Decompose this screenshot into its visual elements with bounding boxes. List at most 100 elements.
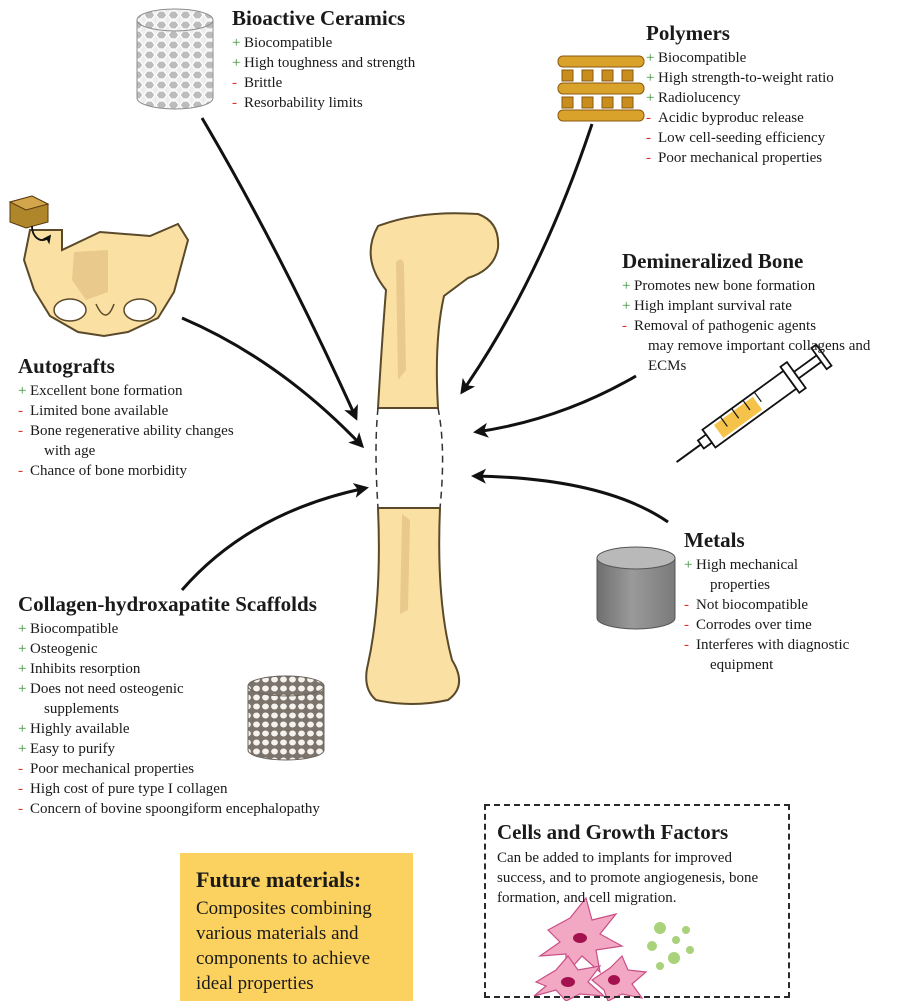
list-item: +Osteogenic — [18, 639, 320, 659]
pro-marker: + — [622, 296, 630, 316]
list-item-text: Resorbability limits — [244, 95, 363, 111]
con-marker: - — [18, 779, 23, 799]
autografts-section: Autografts +Excellent bone formation-Lim… — [18, 354, 234, 481]
femur-bone-defect-icon — [366, 213, 498, 704]
pro-marker: + — [18, 739, 26, 759]
metals-title: Metals — [684, 528, 849, 552]
cells-growth-factors-title: Cells and Growth Factors — [497, 820, 778, 844]
polymers-list: +Biocompatible+High strength-to-weight r… — [646, 48, 834, 168]
metal-cylinder-icon — [597, 547, 675, 629]
polymers-section: Polymers +Biocompatible+High strength-to… — [646, 21, 834, 168]
list-item-text: Low cell-seeding efficiency — [658, 130, 825, 146]
polymers-title: Polymers — [646, 21, 834, 45]
pro-marker: + — [232, 33, 240, 53]
pro-marker: + — [622, 276, 630, 296]
list-item: +Radiolucency — [646, 88, 834, 108]
list-item-text: High toughness and strength — [244, 55, 415, 71]
list-item: -Not biocompatible — [684, 595, 849, 615]
list-item: -Removal of pathogenic agents may remove … — [622, 316, 898, 376]
con-marker: - — [18, 461, 23, 481]
arrow-demineralized — [476, 376, 636, 432]
list-item: -Chance of bone morbidity — [18, 461, 234, 481]
list-item-text: Inhibits resorption — [30, 661, 140, 677]
metals-list: +High mechanicalproperties-Not biocompat… — [684, 555, 849, 675]
pro-marker: + — [18, 719, 26, 739]
con-marker: - — [18, 759, 23, 779]
pro-marker: + — [18, 639, 26, 659]
con-marker: - — [232, 73, 237, 93]
list-item: -Low cell-seeding efficiency — [646, 128, 834, 148]
pro-marker: + — [18, 619, 26, 639]
list-item-continuation: supplements — [30, 699, 320, 719]
polymer-lattice-scaffold-icon — [558, 56, 644, 121]
future-materials-box: Future materials: Composites combining v… — [180, 853, 413, 1001]
collagen-scaffolds-list: +Biocompatible+Osteogenic+Inhibits resor… — [18, 619, 320, 819]
list-item-text: Easy to purify — [30, 741, 115, 757]
list-item-text: Excellent bone formation — [30, 383, 182, 399]
con-marker: - — [684, 635, 689, 655]
list-item-text: Bone regenerative ability changes — [30, 423, 234, 439]
list-item: +Highly available — [18, 719, 320, 739]
list-item-text: High implant survival rate — [634, 298, 792, 314]
list-item: +Easy to purify — [18, 739, 320, 759]
arrow-metals — [474, 476, 668, 522]
list-item-continuation: may remove important collagens and ECMs — [634, 336, 898, 376]
list-item: +Biocompatible — [232, 33, 415, 53]
list-item-continuation: equipment — [696, 655, 849, 675]
list-item-text: Corrodes over time — [696, 617, 812, 633]
pro-marker: + — [18, 659, 26, 679]
cells-growth-factors-box: Cells and Growth Factors Can be added to… — [484, 804, 790, 998]
bioactive-ceramics-title: Bioactive Ceramics — [232, 6, 415, 30]
list-item: +Excellent bone formation — [18, 381, 234, 401]
pro-marker: + — [646, 48, 654, 68]
collagen-scaffolds-title: Collagen-hydroxapatite Scaffolds — [18, 592, 320, 616]
list-item-text: High cost of pure type I collagen — [30, 781, 227, 797]
list-item: +Inhibits resorption — [18, 659, 320, 679]
list-item: +High implant survival rate — [622, 296, 898, 316]
list-item: +High toughness and strength — [232, 53, 415, 73]
list-item: -Interferes with diagnostic equipment — [684, 635, 849, 675]
con-marker: - — [646, 108, 651, 128]
autografts-title: Autografts — [18, 354, 234, 378]
con-marker: - — [684, 615, 689, 635]
pro-marker: + — [646, 88, 654, 108]
porous-ceramic-cylinder-icon — [137, 9, 213, 109]
list-item: -Acidic byproduc release — [646, 108, 834, 128]
list-item-text: High mechanical — [696, 557, 798, 573]
list-item-text: High strength-to-weight ratio — [658, 70, 834, 86]
pelvis-graft-icon — [10, 196, 188, 336]
con-marker: - — [646, 148, 651, 168]
con-marker: - — [18, 421, 23, 441]
list-item-text: Poor mechanical properties — [658, 150, 822, 166]
list-item-text: Chance of bone morbidity — [30, 463, 187, 479]
list-item: -Concern of bovine spoongiform encephalo… — [18, 799, 320, 819]
con-marker: - — [622, 316, 627, 336]
cells-growth-factors-body: Can be added to implants for improved su… — [497, 848, 778, 908]
autografts-list: +Excellent bone formation-Limited bone a… — [18, 381, 234, 481]
list-item: -Corrodes over time — [684, 615, 849, 635]
demineralized-bone-section: Demineralized Bone +Promotes new bone fo… — [622, 249, 898, 376]
list-item-text: Highly available — [30, 721, 130, 737]
list-item: -Brittle — [232, 73, 415, 93]
list-item-text: Poor mechanical properties — [30, 761, 194, 777]
future-materials-title: Future materials: — [196, 867, 401, 892]
list-item-text: Biocompatible — [244, 35, 332, 51]
list-item: +Biocompatible — [18, 619, 320, 639]
list-item: -Poor mechanical properties — [18, 759, 320, 779]
arrow-collagen — [182, 488, 366, 590]
list-item: -High cost of pure type I collagen — [18, 779, 320, 799]
list-item-text: Radiolucency — [658, 90, 740, 106]
list-item-text: Interferes with diagnostic — [696, 637, 849, 653]
con-marker: - — [232, 93, 237, 113]
list-item: -Poor mechanical properties — [646, 148, 834, 168]
con-marker: - — [646, 128, 651, 148]
list-item-text: Removal of pathogenic agents — [634, 318, 816, 334]
list-item: +Promotes new bone formation — [622, 276, 898, 296]
list-item-text: Osteogenic — [30, 641, 97, 657]
con-marker: - — [684, 595, 689, 615]
list-item: +Biocompatible — [646, 48, 834, 68]
bioactive-ceramics-list: +Biocompatible+High toughness and streng… — [232, 33, 415, 113]
